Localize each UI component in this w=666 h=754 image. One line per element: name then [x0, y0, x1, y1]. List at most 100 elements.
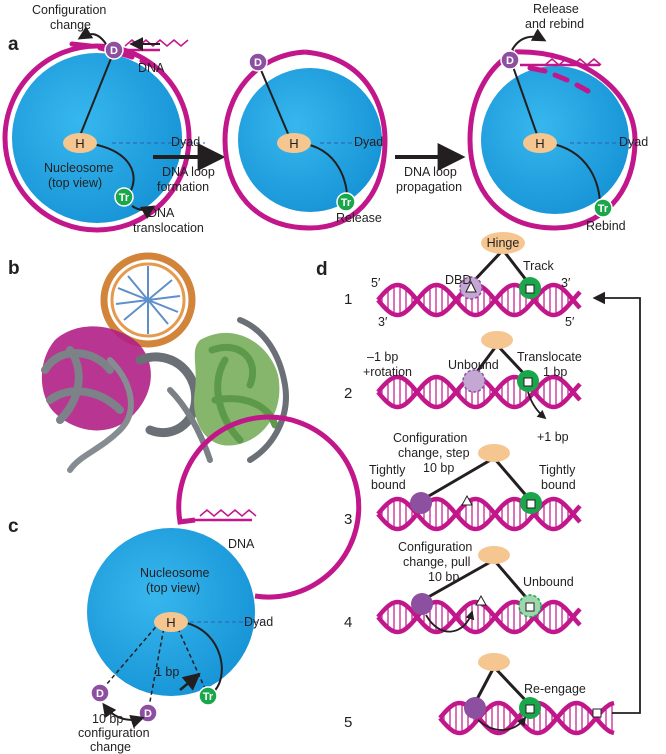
- dna-label: DNA: [228, 537, 255, 551]
- three-prime-top: 3′: [561, 276, 571, 290]
- hinge-label: H: [289, 136, 298, 151]
- dyad-label: Dyad: [619, 135, 648, 149]
- dna-strand: [376, 374, 582, 410]
- five-prime-bottom: 5′: [565, 315, 575, 329]
- plus-one-bp-label: +1 bp: [537, 430, 569, 444]
- track-label: Tr: [119, 192, 130, 204]
- dyad-label: Dyad: [171, 135, 200, 149]
- dbd-domain: [104, 40, 124, 60]
- dna-label: DNA: [138, 61, 165, 75]
- dna-dashes: [527, 65, 591, 94]
- dbd-domain: [464, 697, 486, 719]
- unbound-label: Unbound: [448, 358, 499, 372]
- panel-label-d: d: [316, 259, 328, 280]
- dna-wrap: [176, 414, 362, 600]
- one-bp-arrow: [179, 672, 201, 691]
- dna-backbone-ring: [100, 252, 196, 348]
- panel-label-a: a: [8, 34, 19, 55]
- dbd-domain-start: [90, 683, 110, 703]
- rebind-label: Rebind: [586, 219, 626, 233]
- minus-one-rotation-label: –1 bp+rotation: [363, 350, 412, 379]
- configuration-change-arrow: [77, 26, 107, 45]
- dbd-domain: [411, 593, 433, 615]
- dbd-label: D: [506, 55, 514, 67]
- nucleosome-label: Nucleosome(top view): [140, 566, 210, 595]
- cycle-return-arrow: [592, 291, 641, 714]
- dna-loop: [467, 49, 638, 231]
- d-step5: Re-engage: [464, 653, 602, 731]
- hinge-oval: [481, 331, 513, 349]
- dbd-label: D: [254, 57, 262, 69]
- step-number-3: 3: [344, 511, 352, 528]
- nucleosome-disc: [12, 53, 182, 223]
- dna-strand: [376, 599, 582, 635]
- dna-wrap: [2, 43, 192, 233]
- dna-base-pairs: [115, 266, 181, 334]
- dbd-domain: [500, 50, 520, 70]
- protein-dna-structure: [41, 252, 289, 473]
- dna-zigzag: [199, 509, 257, 517]
- unbound-label: Unbound: [523, 575, 574, 589]
- dyad-label: Dyad: [354, 135, 383, 149]
- track-label: Track: [523, 259, 555, 273]
- hinge-oval: [481, 232, 525, 254]
- track-domain: [336, 192, 356, 212]
- d-step1: Hinge DBD Track 5′ 3′ 3′ 5′: [371, 232, 575, 329]
- panel-label-b: b: [8, 258, 20, 279]
- panel-label-c: c: [8, 516, 19, 537]
- dna-strand: [376, 282, 582, 318]
- release-label: Release: [336, 211, 382, 225]
- dna-strand: [376, 496, 582, 532]
- hinge-oval: [63, 133, 97, 153]
- magenta-domain: [41, 326, 151, 431]
- five-prime-top: 5′: [371, 276, 381, 290]
- step-number-1: 1: [344, 291, 352, 308]
- hinge-oval: [478, 653, 510, 671]
- hinge-oval: [523, 133, 557, 153]
- hinge-oval: [478, 546, 510, 564]
- dna-strand: [438, 700, 615, 736]
- dbd-label: DBD: [445, 273, 471, 287]
- three-prime-bottom: 3′: [378, 315, 388, 329]
- reengage-label: Re-engage: [524, 682, 586, 696]
- dna-loop: [222, 49, 388, 231]
- dbd-label: D: [110, 45, 118, 57]
- dbd-domain: [248, 52, 268, 72]
- step-number-2: 2: [344, 385, 352, 402]
- dbd-label-end: D: [144, 708, 152, 720]
- panel-a-step2: H D Tr Dyad Release: [222, 49, 388, 231]
- step-number-5: 5: [344, 714, 352, 731]
- dbd-domain: [462, 369, 486, 393]
- hinge-label: Hinge: [487, 236, 520, 250]
- release-rebind-arrow: [511, 28, 547, 51]
- hinge-label: H: [166, 615, 175, 630]
- panel-c-nucleosome: H D D Tr DNA Dyad Nucleosome(top view) 1…: [78, 414, 362, 754]
- hinge-oval: [478, 444, 510, 462]
- track-domain: [593, 198, 613, 218]
- dbd-domain: [410, 492, 432, 514]
- hinge-label: H: [535, 136, 544, 151]
- dbd-label-start: D: [96, 688, 104, 700]
- track-label: Tr: [598, 203, 609, 215]
- one-bp-label: 1 bp: [155, 665, 179, 679]
- step-number-4: 4: [344, 614, 352, 631]
- hinge-oval: [154, 612, 188, 632]
- translocation-arrow: [131, 205, 156, 219]
